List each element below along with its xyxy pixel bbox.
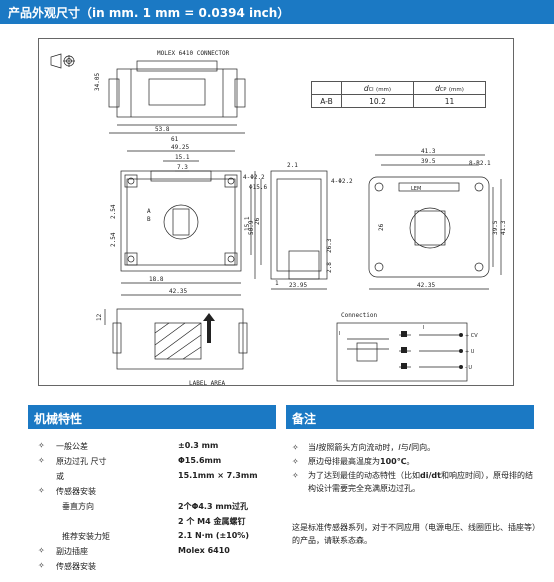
dimensions-header-title: 产品外观尺寸（in mm. 1 mm = 0.0394 inch） [8, 6, 290, 20]
diamond-bullet-icon: ✧ [292, 443, 299, 452]
svg-text:39.5: 39.5 [492, 220, 499, 235]
svg-text:26: 26 [378, 223, 385, 231]
projection-symbol-icon [50, 53, 75, 69]
list-item: 或 15.1mm × 7.3mm [56, 471, 258, 481]
table-header-row: dCI (mm) dCP (mm) [311, 81, 486, 95]
svg-text:1: 1 [275, 280, 279, 287]
table-row: A-B 10.2 11 [311, 94, 486, 108]
top-view [108, 60, 246, 134]
list-item: ✧ 原边过孔 尺寸 Φ15.6mm [38, 456, 222, 466]
svg-text:I: I [339, 331, 340, 337]
list-item: 2 个 M4 金属螺钉 [178, 517, 246, 526]
svg-text:34.05: 34.05 [94, 73, 101, 91]
diamond-bullet-icon: ✧ [292, 457, 299, 466]
diamond-bullet-icon: ✧ [38, 486, 45, 495]
svg-text:4-Φ2.2: 4-Φ2.2 [243, 174, 265, 181]
svg-text:15.1: 15.1 [244, 216, 251, 231]
right-view [368, 154, 502, 290]
svg-text:+ U: + U [465, 349, 475, 355]
svg-text:18.8: 18.8 [149, 276, 164, 283]
svg-text:12: 12 [96, 313, 103, 321]
svg-text:2.1: 2.1 [287, 162, 298, 169]
list-item: ✧ 一般公差 ±0.3 mm [38, 441, 219, 451]
svg-text:39.5: 39.5 [421, 158, 436, 165]
list-item: ✧ 传感器安装 [38, 561, 96, 571]
table-cell: A-B [311, 94, 342, 108]
diamond-bullet-icon: ✧ [292, 471, 299, 480]
list-item: ✧ 传感器安装 [38, 486, 96, 496]
svg-text:2.54: 2.54 [110, 232, 117, 247]
mechanical-section-header: 机械特性 [28, 405, 276, 429]
svg-text:- U: - U [465, 365, 472, 371]
svg-text:4-Φ2.2: 4-Φ2.2 [331, 178, 353, 185]
diamond-bullet-icon: ✧ [38, 561, 45, 570]
list-item: 推荐安装力矩 2.1 N·m (±10%) [62, 531, 249, 541]
svg-text:8-R2.1: 8-R2.1 [469, 160, 491, 167]
svg-text:2.54: 2.54 [110, 204, 117, 219]
connection-diagram [336, 322, 468, 382]
notes-paragraph: 这是标准传感器系列，对于不同应用（电源电压、线圈匝比、插座等）的产品，请联系态森… [292, 523, 540, 545]
svg-text:61: 61 [171, 136, 179, 143]
technical-drawing: MOLEX 6410 CONNECTOR LABEL AREA Connecti… [38, 38, 514, 387]
svg-text:2.8: 2.8 [326, 262, 333, 273]
svg-text:+ CV: + CV [465, 333, 478, 339]
front-view [120, 150, 262, 296]
svg-text:42.35: 42.35 [417, 282, 435, 289]
mechanical-section-title: 机械特性 [34, 412, 83, 426]
svg-text:23.95: 23.95 [289, 282, 307, 289]
table-header-cell: dCI (mm) [341, 81, 414, 95]
table-header-cell: dCP (mm) [413, 81, 486, 95]
dimension-table: dCI (mm) dCP (mm) A-B 10.2 11 [311, 81, 486, 108]
svg-text:41.3: 41.3 [421, 148, 436, 155]
svg-text:A: A [147, 208, 151, 215]
side-view [254, 170, 328, 290]
svg-text:B: B [147, 216, 151, 223]
table-cell: 10.2 [341, 94, 414, 108]
connector-label: MOLEX 6410 CONNECTOR [157, 50, 230, 57]
svg-text:50.9: 50.9 [248, 220, 255, 235]
list-item: 垂直方向 2个Φ4.3 mm过孔 [62, 502, 248, 511]
list-item: ✧ 副边插座 Molex 6410 [38, 546, 230, 556]
diamond-bullet-icon: ✧ [38, 441, 45, 450]
dimensions-header-bar: 产品外观尺寸（in mm. 1 mm = 0.0394 inch） [0, 0, 554, 24]
bottom-view [104, 308, 248, 370]
svg-text:I: I [423, 325, 424, 331]
svg-text:26: 26 [254, 217, 261, 225]
diamond-bullet-icon: ✧ [38, 546, 45, 555]
svg-text:53.8: 53.8 [155, 126, 170, 133]
drawing-canvas: MOLEX 6410 CONNECTOR LABEL AREA Connecti… [50, 50, 507, 387]
svg-text:41.3: 41.3 [500, 220, 507, 235]
diamond-bullet-icon: ✧ [38, 456, 45, 465]
svg-text:7.3: 7.3 [177, 164, 188, 171]
current-arrow-icon [203, 313, 215, 321]
table-cell: 11 [413, 94, 486, 108]
svg-text:26.3: 26.3 [326, 238, 333, 253]
notes-section-title: 备注 [292, 412, 317, 426]
svg-text:42.35: 42.35 [169, 288, 187, 295]
connection-title: Connection [341, 312, 378, 319]
svg-text:15.1: 15.1 [175, 154, 190, 161]
notes-section-header: 备注 [286, 405, 534, 429]
svg-text:Φ15.6: Φ15.6 [249, 184, 267, 191]
label-area-text: LABEL AREA [189, 380, 226, 387]
svg-text:49.25: 49.25 [171, 144, 189, 151]
brand-mark: LEM [411, 186, 421, 192]
